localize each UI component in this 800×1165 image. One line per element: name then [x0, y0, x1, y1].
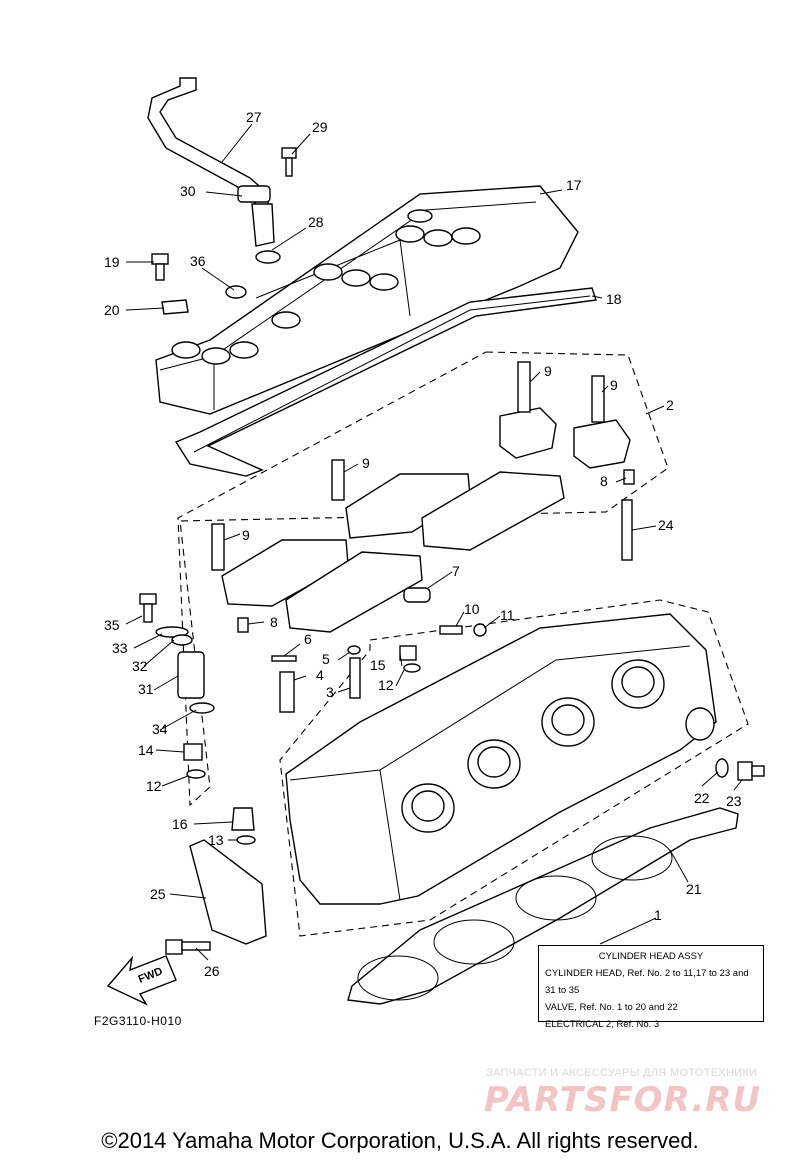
callout-4: 4	[316, 667, 324, 683]
oring-5	[347, 645, 361, 655]
callout-29: 29	[312, 119, 328, 135]
callout-28: 28	[308, 214, 324, 230]
callout-17: 17	[566, 177, 582, 193]
callout-8b: 8	[270, 614, 278, 630]
dowel-pins-8	[237, 469, 635, 633]
callout-33: 33	[112, 640, 128, 656]
info-box-line: ELECTRICAL 2, Ref. No. 3	[545, 1019, 660, 1030]
watermark-caption: ЗАПЧАСТИ И АКСЕССУАРЫ ДЛЯ МОТОТЕХНИКИ	[486, 1067, 758, 1079]
callout-15: 15	[370, 657, 386, 673]
grommet-20	[161, 299, 189, 315]
callout-31: 31	[138, 681, 154, 697]
callout-1: 1	[654, 907, 662, 923]
washer-12-upper	[403, 663, 421, 673]
hose-end	[251, 203, 275, 247]
grommet-36	[225, 285, 247, 299]
callout-12: 12	[378, 677, 394, 693]
camshaft-cap-upper-right	[421, 471, 565, 551]
callout-34: 34	[152, 721, 168, 737]
diagram-reference-code: F2G3110-H010	[94, 1014, 182, 1028]
gasket-inner-line	[193, 295, 591, 453]
callout-26: 26	[204, 963, 220, 979]
callout-8: 8	[600, 473, 608, 489]
washer-11	[473, 623, 487, 637]
cap-nut-16	[231, 807, 255, 831]
head-ports	[401, 659, 715, 833]
callout-9d: 9	[242, 527, 250, 543]
callout-27: 27	[246, 109, 262, 125]
callout-7: 7	[452, 563, 460, 579]
guide-4	[279, 671, 295, 713]
callout-21: 21	[686, 881, 702, 897]
head-top-deck	[289, 645, 691, 901]
bolt-26	[165, 939, 211, 955]
callout-2: 2	[666, 397, 674, 413]
camshaft-cap-rear-2	[573, 419, 631, 469]
gasket-bores	[357, 835, 673, 1001]
nut-15	[399, 645, 417, 661]
washer-22	[715, 758, 729, 778]
callout-30: 30	[180, 183, 196, 199]
callout-5: 5	[322, 651, 330, 667]
callout-14: 14	[138, 742, 154, 758]
sleeve-31	[177, 651, 205, 699]
info-box-line: CYLINDER HEAD, Ref. No. 2 to 11,17 to 23…	[545, 968, 749, 996]
callout-24: 24	[658, 517, 674, 533]
callout-9: 9	[544, 363, 552, 379]
hose-band	[237, 185, 271, 203]
callout-11: 11	[500, 607, 515, 623]
callout-20: 20	[104, 302, 120, 318]
fwd-arrow-icon: FWD	[106, 955, 177, 1006]
callout-35: 35	[104, 617, 120, 633]
callout-22: 22	[694, 790, 710, 806]
copyright-notice: ©2014 Yamaha Motor Corporation, U.S.A. A…	[101, 1128, 699, 1153]
camshaft-cap-rear-1	[499, 407, 557, 459]
bracket-25	[189, 839, 267, 945]
callout-10: 10	[464, 601, 480, 617]
bolt-10	[439, 625, 463, 635]
camshaft-cap-group-outline	[177, 351, 669, 807]
nut-14	[183, 743, 203, 761]
o-ring-28	[255, 250, 281, 264]
cylinder-head-assy-box: CYLINDER HEAD ASSY CYLINDER HEAD, Ref. N…	[538, 945, 764, 1030]
cap-bolts-9	[211, 361, 633, 571]
cover-gasket	[174, 287, 597, 477]
info-box-title: CYLINDER HEAD ASSY	[598, 951, 704, 962]
callout-23: 23	[726, 793, 742, 809]
plug-bolt-23	[737, 761, 765, 781]
callout-3: 3	[326, 684, 334, 700]
watermark-logo: PARTSFOR.RU	[484, 1080, 762, 1120]
cylinder-head-group-outline	[279, 599, 749, 937]
plug-7	[403, 587, 431, 603]
callout-36: 36	[190, 253, 206, 269]
sensor-3	[349, 657, 361, 699]
callout-25: 25	[150, 886, 166, 902]
bolt-29	[281, 147, 297, 177]
callout-18: 18	[606, 291, 622, 307]
callout-9c: 9	[362, 455, 370, 471]
bolt-19	[151, 253, 169, 281]
info-box-line: VALVE, Ref. No. 1 to 20 and 22	[545, 1002, 678, 1013]
head-gasket	[347, 807, 739, 1005]
callout-12b: 12	[146, 778, 162, 794]
leader-lines	[125, 123, 743, 961]
callout-6: 6	[304, 631, 312, 647]
callout-16: 16	[172, 816, 188, 832]
cover-plug-holes	[171, 209, 481, 365]
washer-32	[171, 634, 193, 646]
callout-labels: 1 2 3 4 5 6 7 8 8 9 9 9 9 10 11 12 12 13…	[104, 109, 742, 979]
callout-9b: 9	[610, 377, 618, 393]
washer-12-lower	[186, 769, 206, 779]
callout-13: 13	[208, 832, 224, 848]
washer-13	[236, 835, 256, 845]
bolt-35	[139, 593, 157, 623]
sleeve-6	[271, 655, 297, 662]
callout-19: 19	[104, 254, 120, 270]
camshaft-cap-lower-right	[285, 551, 423, 633]
callout-32: 32	[132, 658, 148, 674]
